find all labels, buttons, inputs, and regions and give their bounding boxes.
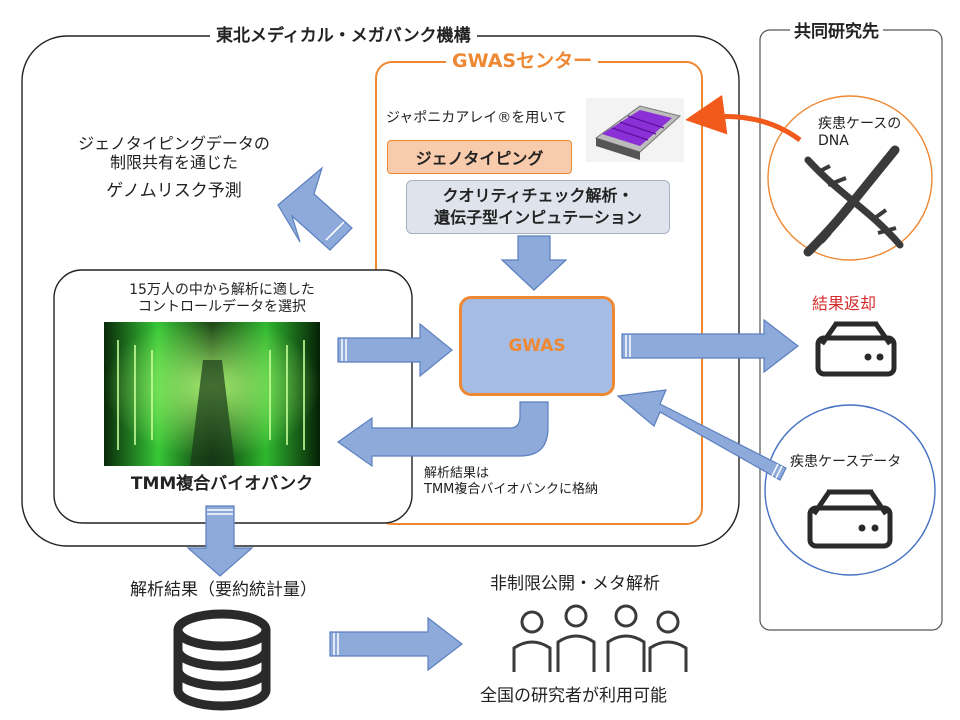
org-title: 東北メディカル・メガバンク機構 <box>210 26 477 47</box>
qc-box: クオリティチェック解析・ 遺伝子型インピュテーション <box>406 180 670 234</box>
return-result-label: 結果返却 <box>812 294 877 313</box>
server-room-image <box>104 322 320 466</box>
genome-risk-line2: 制限共有を通じた <box>109 153 238 173</box>
arrow-biobank-to-gwas <box>337 322 453 378</box>
control-select-line2: コントロールデータを選択 <box>138 298 306 315</box>
arrow-qc-to-gwas <box>500 235 568 291</box>
arrow-gwas-to-biobank <box>336 401 549 468</box>
qc-line1: クオリティチェック解析・ <box>442 186 634 206</box>
dna-label: 疾患ケースの DNA <box>818 116 901 150</box>
case-data-label: 疾患ケースデータ <box>790 454 902 470</box>
arrow-gwas-to-result <box>621 318 799 374</box>
collaborator-title: 共同研究先 <box>790 22 883 43</box>
store-line2: TMM複合バイオバンクに格納 <box>424 481 599 497</box>
japonica-array-image <box>586 98 684 162</box>
server-icon-case-data <box>807 489 893 549</box>
control-select-line1: 15万人の中から解析に適した <box>129 282 315 298</box>
blue-arrows <box>186 166 799 672</box>
control-select-label: 15万人の中から解析に適した コントロールデータを選択 <box>92 282 352 316</box>
researchers-icon <box>512 604 688 672</box>
store-label: 解析結果は TMM複合バイオバンクに格納 <box>424 466 598 497</box>
researchers-label: 全国の研究者が利用可能 <box>480 686 667 706</box>
arrow-dna-to-array <box>685 94 802 143</box>
genotyping-box: ジェノタイピング <box>387 140 572 174</box>
server-icon-result <box>815 321 897 377</box>
gwas-box: GWAS <box>459 296 615 396</box>
public-meta-label: 非制限公開・メタ解析 <box>490 574 660 594</box>
arrow-to-risk <box>277 166 353 251</box>
japonica-caption: ジャポニカアレイ®を用いて <box>386 110 567 126</box>
dna-line1: 疾患ケースの <box>818 116 902 132</box>
dna-circle <box>767 95 933 261</box>
dna-rungs <box>817 164 897 244</box>
qc-line2: 遺伝子型インピュテーション <box>434 208 642 227</box>
summary-stats-label: 解析結果（要約統計量） <box>130 580 317 600</box>
genome-risk-line1: ジェノタイピングデータの <box>78 134 270 153</box>
genome-risk-label: ジェノタイピングデータの 制限共有を通じた ゲノムリスク予測 <box>40 134 308 202</box>
dna-line2: DNA <box>818 132 849 149</box>
genome-risk-line3: ゲノムリスク予測 <box>106 181 242 202</box>
store-line1: 解析結果は <box>424 466 490 481</box>
arrow-stripes <box>207 221 783 655</box>
arrow-casedata-to-gwas <box>616 389 787 481</box>
gwas-center-title: GWASセンター <box>446 50 599 73</box>
biobank-name: TMM複合バイオバンク <box>130 474 314 494</box>
arrow-biobank-down <box>186 505 254 577</box>
arrow-db-to-public <box>329 616 463 672</box>
database-icon <box>173 609 271 711</box>
